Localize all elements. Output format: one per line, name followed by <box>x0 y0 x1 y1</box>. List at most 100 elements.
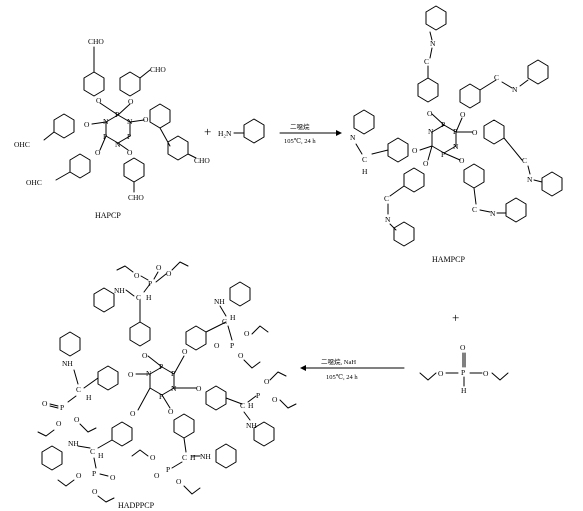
amine-nh: NH <box>246 421 257 430</box>
atom-c: C <box>136 293 141 302</box>
reaction2-conditions: 105℃, 24 h <box>326 373 358 381</box>
atom-o: O <box>412 146 418 155</box>
atom-o: O <box>110 473 116 482</box>
atom-o: O <box>92 487 98 496</box>
atom-o: O <box>438 369 444 378</box>
atom-o: O <box>460 110 466 119</box>
amine-nh: NH <box>214 297 225 306</box>
phosphonate-p: P <box>92 469 96 478</box>
aldehyde-label: CHO <box>128 193 144 202</box>
atom-o: O <box>96 96 102 105</box>
atom-c: C <box>384 194 389 203</box>
atom-o: O <box>182 347 188 356</box>
phosphite-hydrogen: H <box>461 386 467 395</box>
phosphonate-p: P <box>256 391 260 400</box>
compound-label-hampcp: HAMPCP <box>432 255 465 264</box>
atom-c: C <box>424 57 429 66</box>
phosphonate-p: P <box>148 279 152 288</box>
reaction2-solvent: 二噁烷, NaH <box>321 357 356 366</box>
atom-c: C <box>240 401 245 410</box>
aldehyde-label: OHC <box>14 140 30 149</box>
aniline-structure: H₂N <box>218 118 265 144</box>
aldehyde-label: CHO <box>88 37 104 46</box>
atom-o: O <box>472 128 478 137</box>
atom-o: O <box>272 395 278 404</box>
atom-o: O <box>423 159 429 168</box>
hampcp-structure: P P N P N O C N O C N O C N O <box>350 5 563 264</box>
atom-h: H <box>98 451 104 460</box>
atom-c: C <box>182 453 187 462</box>
ring-p: P <box>441 150 445 159</box>
atom-o: O <box>74 415 80 424</box>
amine-nh: NH <box>62 359 73 368</box>
atom-o: O <box>156 263 162 272</box>
ring-n: N <box>453 142 459 151</box>
atom-o: O <box>56 419 62 428</box>
atom-o: O <box>427 109 433 118</box>
atom-n: N <box>385 215 391 224</box>
atom-o: O <box>176 477 182 486</box>
amine-nh: NH <box>114 286 125 295</box>
phosphorus-atom: P <box>461 368 465 377</box>
atom-o: O <box>134 271 140 280</box>
atom-n: N <box>490 209 496 218</box>
atom-c: C <box>222 317 227 326</box>
aldehyde-label: OHC <box>26 178 42 187</box>
reaction-arrow-2: 二噁烷, NaH 105℃, 24 h <box>300 357 405 381</box>
atom-c: C <box>90 447 95 456</box>
compound-label-hapcp: HAPCP <box>95 211 121 220</box>
atom-o: O <box>150 453 156 462</box>
atom-o: O <box>214 341 220 350</box>
reaction-arrow-1: 二噁烷 105℃, 24 h <box>279 122 342 145</box>
atom-o: O <box>483 369 489 378</box>
phosphonate-p: P <box>60 403 64 412</box>
plus-sign: + <box>204 124 211 139</box>
atom-o: O <box>168 407 174 416</box>
atom-o: O <box>128 370 134 379</box>
atom-o: O <box>154 471 160 480</box>
atom-h: H <box>190 453 196 462</box>
plus-sign-2: + <box>452 310 459 325</box>
atom-h: H <box>146 293 152 302</box>
atom-o: O <box>142 351 148 360</box>
ring-p: P <box>453 127 457 136</box>
atom-n: N <box>512 85 518 94</box>
atom-n: N <box>430 39 436 48</box>
atom-c: C <box>76 385 81 394</box>
atom-o: O <box>238 351 244 360</box>
diethyl-phosphite-structure: P O H O O <box>419 343 509 395</box>
atom-o: O <box>95 148 101 157</box>
atom-h: H <box>230 313 236 322</box>
aniline-amine: H₂N <box>218 129 232 138</box>
atom-o: O <box>42 399 48 408</box>
atom-o: O <box>76 471 82 480</box>
atom-n: N <box>350 133 356 142</box>
ring-n: N <box>428 127 434 136</box>
ring-p: P <box>171 369 175 378</box>
amine-nh: NH <box>68 439 79 448</box>
atom-o: O <box>166 269 172 278</box>
ring-p: P <box>159 392 163 401</box>
phosphonate-p: P <box>230 341 234 350</box>
ring-p: P <box>127 132 131 141</box>
phosphonate-p: P <box>166 465 170 474</box>
amine-nh: NH <box>200 452 211 461</box>
ring-n: N <box>115 140 121 149</box>
atom-h: H <box>86 393 92 402</box>
atom-h: H <box>248 401 254 410</box>
atom-n: N <box>527 175 533 184</box>
atom-o: O <box>84 120 90 129</box>
atom-o: O <box>128 97 134 106</box>
atom-o: O <box>127 148 133 157</box>
atom-o: O <box>130 409 136 418</box>
atom-c: C <box>472 205 477 214</box>
reaction1-solvent: 二噁烷 <box>290 122 310 131</box>
atom-o: O <box>196 384 202 393</box>
atom-o: O <box>459 156 465 165</box>
atom-o: O <box>143 115 149 124</box>
compound-label-hadppcp: HADPPCP <box>118 501 155 510</box>
hadppcp-structure: P P N P N O C H NH P O O O O C H NH P <box>37 261 297 510</box>
atom-o: O <box>244 329 250 338</box>
reaction1-conditions: 105℃, 24 h <box>284 137 316 145</box>
